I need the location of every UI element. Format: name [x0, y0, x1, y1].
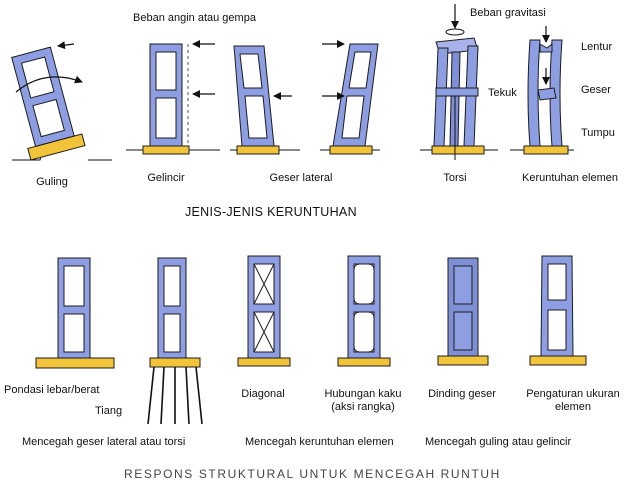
- gelincir-figure: [126, 40, 220, 155]
- label-pengaturan-ukuran: Pengaturan ukuran: [526, 388, 620, 400]
- label-hubungan-kaku: Hubungan kaku: [324, 388, 402, 400]
- keruntuhan-elemen-figure: [510, 26, 574, 155]
- torsi-figure: [420, 4, 498, 160]
- item-geser-lateral: Geser lateral: [269, 172, 333, 184]
- label-geser: Geser: [581, 84, 611, 96]
- label-aksi-rangka: (aksi rangka): [331, 401, 395, 413]
- load-arrow: [57, 41, 75, 50]
- group-keruntuhan-elemen: Mencegah keruntuhan elemen: [245, 436, 394, 448]
- geser-lateral-figure: [230, 45, 300, 155]
- tiang-figure: [147, 257, 203, 425]
- gravity-annotation: Beban gravitasi: [470, 7, 546, 19]
- geser-lateral-figure-2: [320, 40, 380, 155]
- label-dinding-geser: Dinding geser: [428, 388, 496, 400]
- top-title: JENIS-JENIS KERUNTUHAN: [185, 205, 357, 219]
- pondasi-lebar-figure: [35, 257, 115, 369]
- dinding-geser-figure: [437, 257, 489, 366]
- label-tekuk: Tekuk: [488, 87, 517, 99]
- label-tiang: Tiang: [95, 405, 123, 417]
- group-lateral-torsi: Mencegah geser lateral atau torsi: [22, 436, 186, 448]
- label-pondasi: Pondasi lebar/berat: [4, 384, 100, 396]
- diagonal-figure: [237, 255, 291, 367]
- item-gelincir: Gelincir: [147, 172, 185, 184]
- bottom-title: RESPONS STRUKTURAL UNTUK MENCEGAH RUNTUH: [124, 467, 501, 481]
- wind-annotation: Beban angin atau gempa: [133, 12, 256, 24]
- label-tumpu: Tumpu: [581, 127, 615, 139]
- guling-figure: [11, 41, 112, 161]
- item-guling: Guling: [36, 176, 68, 188]
- label-diagonal: Diagonal: [241, 388, 285, 400]
- label-lentur: Lentur: [581, 41, 613, 53]
- rotation-arrow: [15, 75, 83, 93]
- item-torsi: Torsi: [443, 172, 467, 184]
- hubungan-kaku-figure: [337, 255, 391, 367]
- pengaturan-ukuran-figure: [529, 255, 587, 366]
- group-guling-gelincir: Mencegah guling atau gelincir: [425, 436, 572, 448]
- label-elemen: elemen: [554, 401, 592, 413]
- item-keruntuhan-elemen: Keruntuhan elemen: [521, 172, 619, 184]
